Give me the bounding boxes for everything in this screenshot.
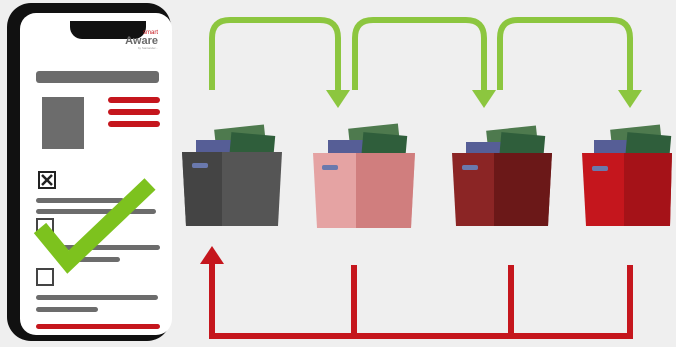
crate-dark-gray xyxy=(182,124,282,226)
green-arrowhead-3 xyxy=(618,90,642,108)
green-arrowhead-2 xyxy=(472,90,496,108)
crate-dark-red xyxy=(452,125,552,226)
red-arrow xyxy=(212,256,630,336)
red-arrowhead xyxy=(200,246,224,264)
crate-pink xyxy=(313,123,415,228)
green-arrow-3 xyxy=(500,20,630,92)
green-arrowhead-1 xyxy=(326,90,350,108)
crate-red xyxy=(582,124,672,226)
green-arrow-1 xyxy=(212,20,338,92)
check-icon xyxy=(40,184,150,262)
green-arrow-2 xyxy=(355,20,484,92)
green-arrows xyxy=(212,20,630,92)
red-arrow-main xyxy=(212,256,630,336)
